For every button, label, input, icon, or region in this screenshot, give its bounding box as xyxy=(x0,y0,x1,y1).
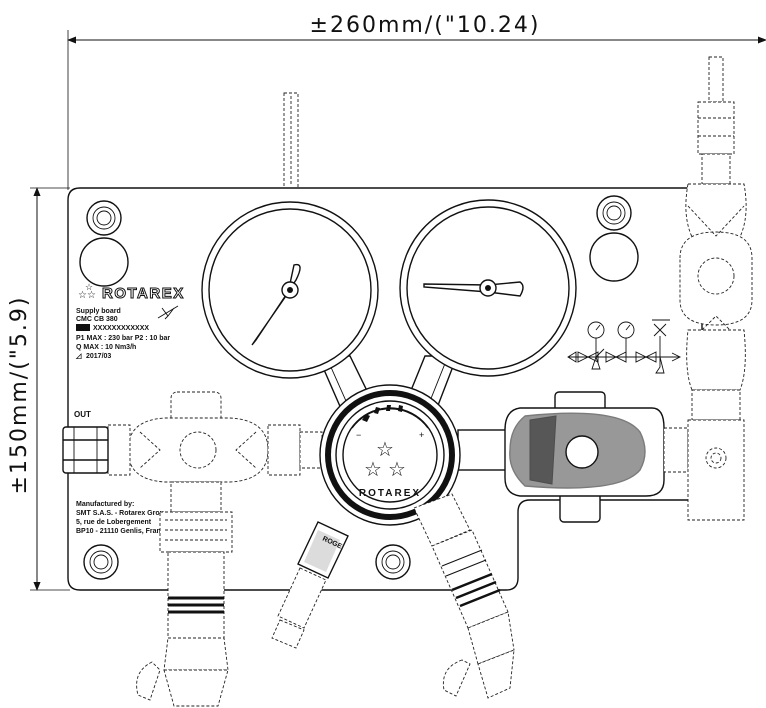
high-pressure-inlet xyxy=(413,493,515,699)
rating-plate: ☆☆ ☆ ROTAREX Supply board CMC CB 380 XXX… xyxy=(74,282,185,535)
outlet-valve xyxy=(107,391,323,707)
plate-line-3: P1 MAX : 230 bar P2 : 10 bar xyxy=(76,335,170,342)
vent-pipe xyxy=(283,92,299,189)
outlet-fitting xyxy=(62,426,109,474)
regulator-stars-icon: ☆ ☆ ☆ xyxy=(364,439,406,481)
plate-line-5: 2017/03 xyxy=(86,353,111,360)
right-pressure-gauge xyxy=(399,199,577,377)
height-label: ±150mm/("5.9) xyxy=(7,296,32,495)
height-dimension: ±150mm/("5.9) xyxy=(7,187,70,591)
no-oil-icon xyxy=(157,305,179,320)
gauge-needle-left xyxy=(251,263,301,346)
plate-line-4: Q MAX : 10 Nm3/h xyxy=(76,344,136,351)
plate-line-1: CMC CB 380 xyxy=(76,316,118,323)
date-icon: ◿ xyxy=(75,353,82,360)
cylinder-connection xyxy=(679,56,753,521)
gauge-needle-right xyxy=(423,281,524,297)
rotarex-logo-icon: ☆☆ ☆ xyxy=(78,282,96,301)
plate-line-2: XXXXXXXXXXXX xyxy=(93,325,149,332)
mounting-hole-bottom-center xyxy=(375,544,411,580)
width-dimension: ±260mm/("10.24) xyxy=(67,13,766,190)
flow-schematic-icon xyxy=(567,319,682,374)
plate-brand: ROTAREX xyxy=(102,285,185,302)
width-label: ±260mm/("10.24) xyxy=(310,13,541,38)
minus-icon: − xyxy=(356,430,361,440)
plate-line-0: Supply board xyxy=(76,308,121,315)
svg-text:☆: ☆ xyxy=(376,439,394,461)
inlet-valve xyxy=(457,391,719,523)
left-pressure-gauge xyxy=(201,201,379,379)
manufacturer-line-3: BP10 - 21110 Genlis, Franc xyxy=(76,528,165,535)
low-pressure-outlet: ROGE xyxy=(271,521,349,649)
regulator-body: ☆ ☆ ☆ ROTAREX − + xyxy=(319,384,461,526)
manufacturer-line-0: Manufactured by: xyxy=(76,501,134,508)
mounting-hole-top-left xyxy=(79,200,129,287)
mounting-hole-bottom-left xyxy=(83,544,119,580)
svg-text:☆: ☆ xyxy=(364,459,382,481)
regulator-brand: ROTAREX xyxy=(359,488,421,499)
out-label: OUT xyxy=(74,410,91,419)
mounting-hole-top-right xyxy=(589,195,639,282)
plus-icon: + xyxy=(419,430,424,440)
svg-text:☆: ☆ xyxy=(85,282,93,292)
svg-text:☆☆: ☆☆ xyxy=(78,290,96,301)
manufacturer-line-1: SMT S.A.S. - Rotarex Grou xyxy=(76,510,164,517)
serial-badge-icon xyxy=(76,324,90,331)
manufacturer-line-2: 5, rue de Lobergement xyxy=(76,519,152,526)
svg-text:☆: ☆ xyxy=(388,459,406,481)
